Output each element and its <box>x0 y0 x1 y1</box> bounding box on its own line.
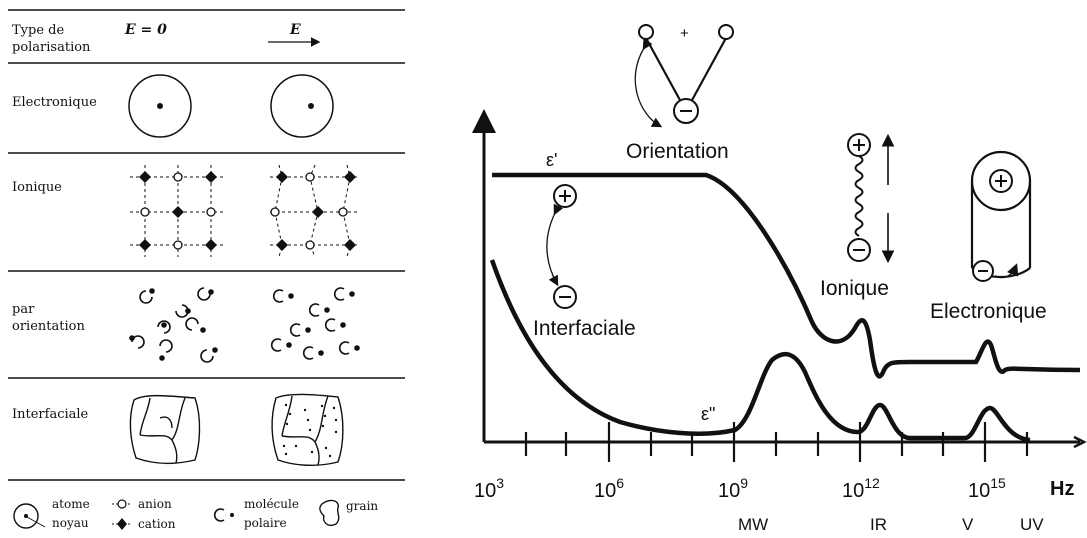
x-tick-10e15-exp: 15 <box>990 475 1006 491</box>
legend-atome-label: atome <box>52 497 90 511</box>
legend-anion-label: anion <box>138 497 172 511</box>
band-mw: MW <box>738 515 768 534</box>
band-ir: IR <box>870 515 887 534</box>
band-uv: UV <box>1020 515 1044 534</box>
x-unit-label: Hz <box>1050 478 1074 500</box>
orientation-plus-sign: + <box>680 25 689 42</box>
epsilon-prime-curve <box>492 172 1081 379</box>
polarization-table: Type de polarisation E = 0 E Electroniqu… <box>8 9 405 531</box>
x-tick-10e3-exp: 3 <box>496 475 504 491</box>
legend-ions: anion cation <box>112 497 176 531</box>
row-label-ionique: Ionique <box>12 180 62 195</box>
legend-molecule-label: molécule <box>244 497 299 511</box>
grain-cluster-with-field <box>271 393 344 467</box>
legend-molecule: molécule polaire <box>213 497 299 530</box>
ionic-ions-with-field <box>270 171 356 251</box>
interfacial-charges-illustration <box>546 184 577 309</box>
row-label-interfaciale: Interfaciale <box>12 407 89 422</box>
x-tick-10e9-base: 10 <box>718 480 740 502</box>
x-tick-10e15-base: 10 <box>968 480 990 502</box>
dielectric-spectrum: ε' ε" 103 106 109 1012 1015 Hz MW IR V U… <box>472 24 1087 534</box>
epsilon-second-curve <box>489 259 1031 443</box>
ionic-spring-illustration <box>847 133 895 264</box>
header-type-line2: polarisation <box>12 40 91 55</box>
ionique-label: Ionique <box>820 277 889 300</box>
interfaciale-label: Interfaciale <box>533 317 636 340</box>
x-tick-10e12-exp: 12 <box>864 475 880 491</box>
row-label-electronique: Electronique <box>12 95 97 110</box>
x-tick-10e3-base: 10 <box>474 480 496 502</box>
electronique-label: Electronique <box>930 300 1047 323</box>
orientation-dipole-illustration: + <box>634 24 734 128</box>
x-tick-10e6-exp: 6 <box>616 475 624 491</box>
x-tick-10e12-base: 10 <box>842 480 864 502</box>
x-tick-labels: 103 106 109 1012 1015 <box>474 475 1006 502</box>
ionic-ions-no-field <box>139 171 217 251</box>
legend-polaire-label: polaire <box>244 516 287 530</box>
atom-with-field <box>270 74 334 138</box>
grain-charge-dots <box>282 403 338 458</box>
x-tick-10e9-exp: 9 <box>740 475 748 491</box>
header-e-field: E <box>289 22 301 38</box>
legend-cation-label: cation <box>138 517 176 531</box>
grain-cluster-no-field <box>129 394 201 465</box>
band-labels: MW IR V UV <box>738 515 1044 534</box>
svg-text:106: 106 <box>594 475 624 502</box>
atom-no-field <box>128 74 192 138</box>
header-e-zero: E = 0 <box>124 22 167 38</box>
legend-noyau-label: noyau <box>52 516 89 530</box>
epsilon-prime-label: ε' <box>546 150 557 170</box>
svg-text:109: 109 <box>718 475 748 502</box>
svg-text:1015: 1015 <box>968 475 1006 502</box>
epsilon-second-label: ε" <box>701 404 715 424</box>
svg-text:1012: 1012 <box>842 475 880 502</box>
legend-atom: atome noyau <box>13 497 90 530</box>
table-rules <box>8 9 405 481</box>
legend-grain: grain <box>319 499 378 526</box>
polar-molecules-random <box>129 287 218 363</box>
band-v: V <box>962 515 974 534</box>
header-type-line1: Type de <box>12 23 64 38</box>
electronic-cloud-illustration <box>970 150 1032 282</box>
orientation-label: Orientation <box>626 140 729 163</box>
svg-text:103: 103 <box>474 475 504 502</box>
row-label-orientation: orientation <box>12 319 85 334</box>
row-label-par: par <box>12 302 35 317</box>
legend-grain-label: grain <box>346 499 378 513</box>
polar-molecules-aligned <box>270 287 360 360</box>
x-tick-10e6-base: 10 <box>594 480 616 502</box>
